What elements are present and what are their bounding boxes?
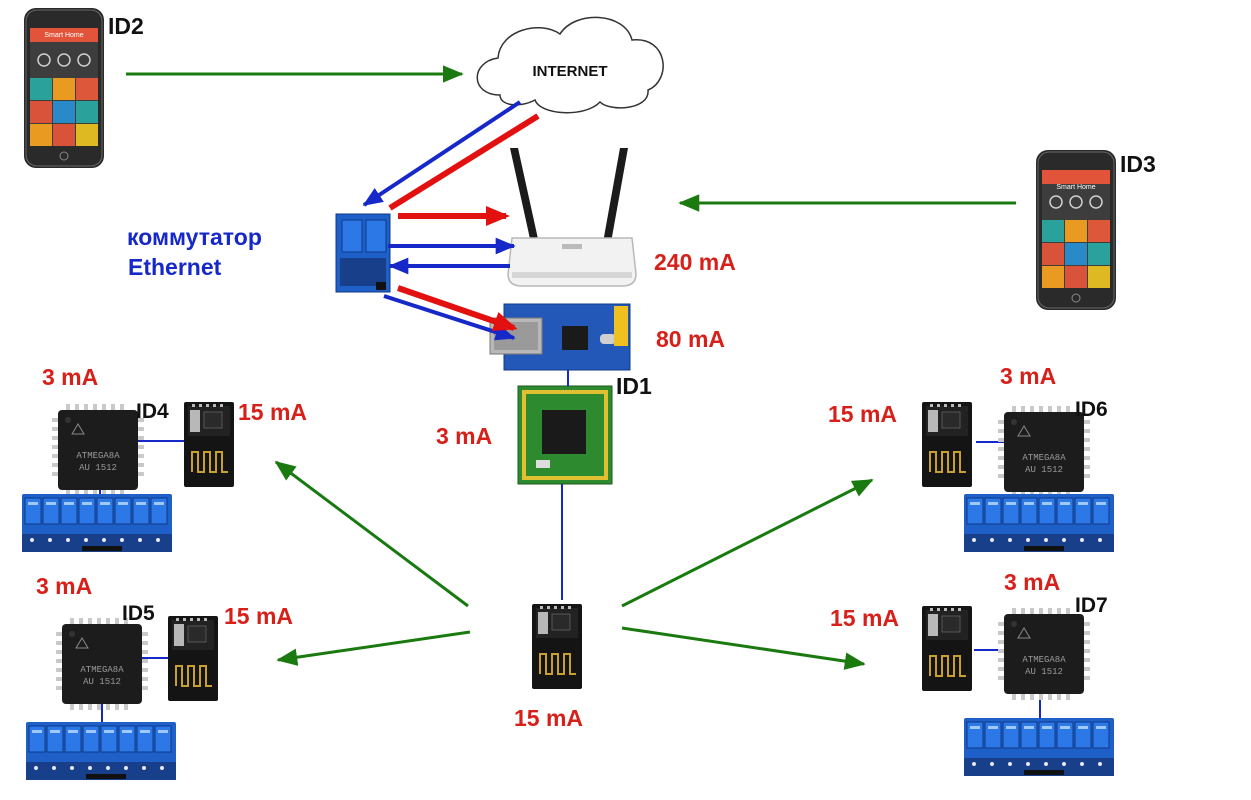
node-label-id6: ID6 — [1075, 398, 1108, 421]
chip-text-line1: ATMEGA8A — [1022, 655, 1066, 665]
node-label-id4: ID4 — [136, 400, 169, 423]
id7-relay-board — [963, 717, 1115, 777]
chip-text-line1: ATMEGA8A — [80, 665, 124, 675]
arrow-hub-id7 — [621, 626, 866, 670]
chip-text-line2: AU 1512 — [1025, 465, 1063, 475]
node-label-id2: ID2 — [108, 13, 144, 39]
current-id5-radio: 15 mA — [224, 603, 293, 629]
arrow-hub-id5 — [276, 630, 471, 666]
id6-radio-module — [921, 401, 973, 488]
node-label-id7: ID7 — [1075, 594, 1108, 617]
id4-mcu-chip — [51, 403, 145, 497]
current-hub-radio: 15 mA — [514, 705, 583, 731]
id7-radio-module — [921, 605, 973, 692]
node-id7: ATMEGA8A AU 1512 — [921, 605, 1115, 777]
node-id6: ATMEGA8A AU 1512 — [921, 401, 1115, 553]
phone-app-title: Smart Home — [44, 32, 83, 39]
wireless-links — [126, 65, 1016, 670]
id5-relay-board — [25, 721, 177, 781]
current-hub-mcu: 3 mA — [436, 423, 492, 449]
ethernet-module — [489, 303, 631, 371]
red-link-internet-switch — [388, 113, 540, 211]
blue-link-internet-switch — [362, 100, 522, 207]
current-router: 240 mA — [654, 249, 736, 275]
smartphone-id3: Smart Home — [1035, 149, 1117, 311]
smartphone-id2: Smart Home — [23, 7, 105, 169]
hub-mcu-board — [517, 385, 613, 485]
current-id4-radio: 15 mA — [238, 399, 307, 425]
arrow-hub-id6 — [621, 478, 874, 608]
id5-mcu-chip — [55, 617, 149, 711]
node-id5: ATMEGA8A AU 1512 — [25, 615, 219, 781]
red-link-switch-ethernet — [397, 285, 518, 331]
chip-text-line1: ATMEGA8A — [76, 451, 120, 461]
chip-text-line2: AU 1512 — [83, 677, 121, 687]
internet-cloud: INTERNET — [476, 16, 664, 114]
current-id5-mcu: 3 mA — [36, 573, 92, 599]
internet-label: INTERNET — [533, 63, 608, 80]
arrow-hub-id4 — [274, 460, 469, 608]
switch-label-line2: Ethernet — [128, 254, 222, 280]
current-id7-radio: 15 mA — [830, 605, 899, 631]
chip-text-line1: ATMEGA8A — [1022, 453, 1066, 463]
id7-mcu-chip — [997, 607, 1091, 701]
current-id6-radio: 15 mA — [828, 401, 897, 427]
blue-link-switch-ethernet — [383, 294, 516, 341]
id5-radio-module — [167, 615, 219, 702]
current-ethernet-module: 80 mA — [656, 326, 725, 352]
current-id6-mcu: 3 mA — [1000, 363, 1056, 389]
wired-links — [99, 100, 1041, 724]
id4-relay-board — [21, 493, 173, 553]
id6-relay-board — [963, 493, 1115, 553]
switch-label-line1: коммутатор — [127, 224, 262, 250]
hub-radio-module — [531, 603, 583, 690]
node-id4: ATMEGA8A AU 1512 — [21, 401, 235, 553]
phone-app-title: Smart Home — [1056, 184, 1095, 191]
ethernet-switch-module — [335, 213, 391, 293]
chip-text-line2: AU 1512 — [1025, 667, 1063, 677]
chip-text-line2: AU 1512 — [79, 463, 117, 473]
current-id4-mcu: 3 mA — [42, 364, 98, 390]
node-label-id3: ID3 — [1120, 151, 1156, 177]
current-id7-mcu: 3 mA — [1004, 569, 1060, 595]
node-label-id1: ID1 — [616, 373, 652, 399]
node-label-id5: ID5 — [122, 602, 155, 625]
id4-radio-module — [183, 401, 235, 488]
wifi-router — [507, 148, 637, 287]
